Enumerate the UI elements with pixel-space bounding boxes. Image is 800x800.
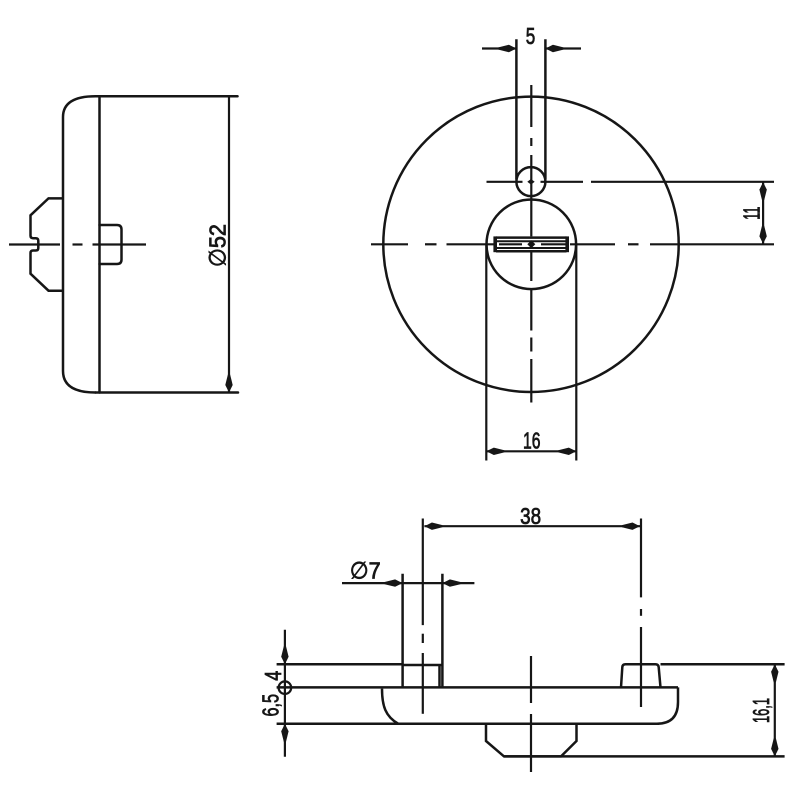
svg-text:16: 16 — [523, 427, 541, 453]
svg-text:∅52: ∅52 — [205, 224, 231, 267]
svg-text:∅7: ∅7 — [350, 558, 381, 584]
svg-text:4: 4 — [260, 671, 286, 681]
svg-text:6,5: 6,5 — [258, 694, 284, 717]
svg-text:11: 11 — [739, 207, 765, 220]
svg-text:16,1: 16,1 — [748, 698, 774, 723]
svg-text:5: 5 — [526, 23, 536, 49]
svg-text:38: 38 — [520, 503, 541, 529]
